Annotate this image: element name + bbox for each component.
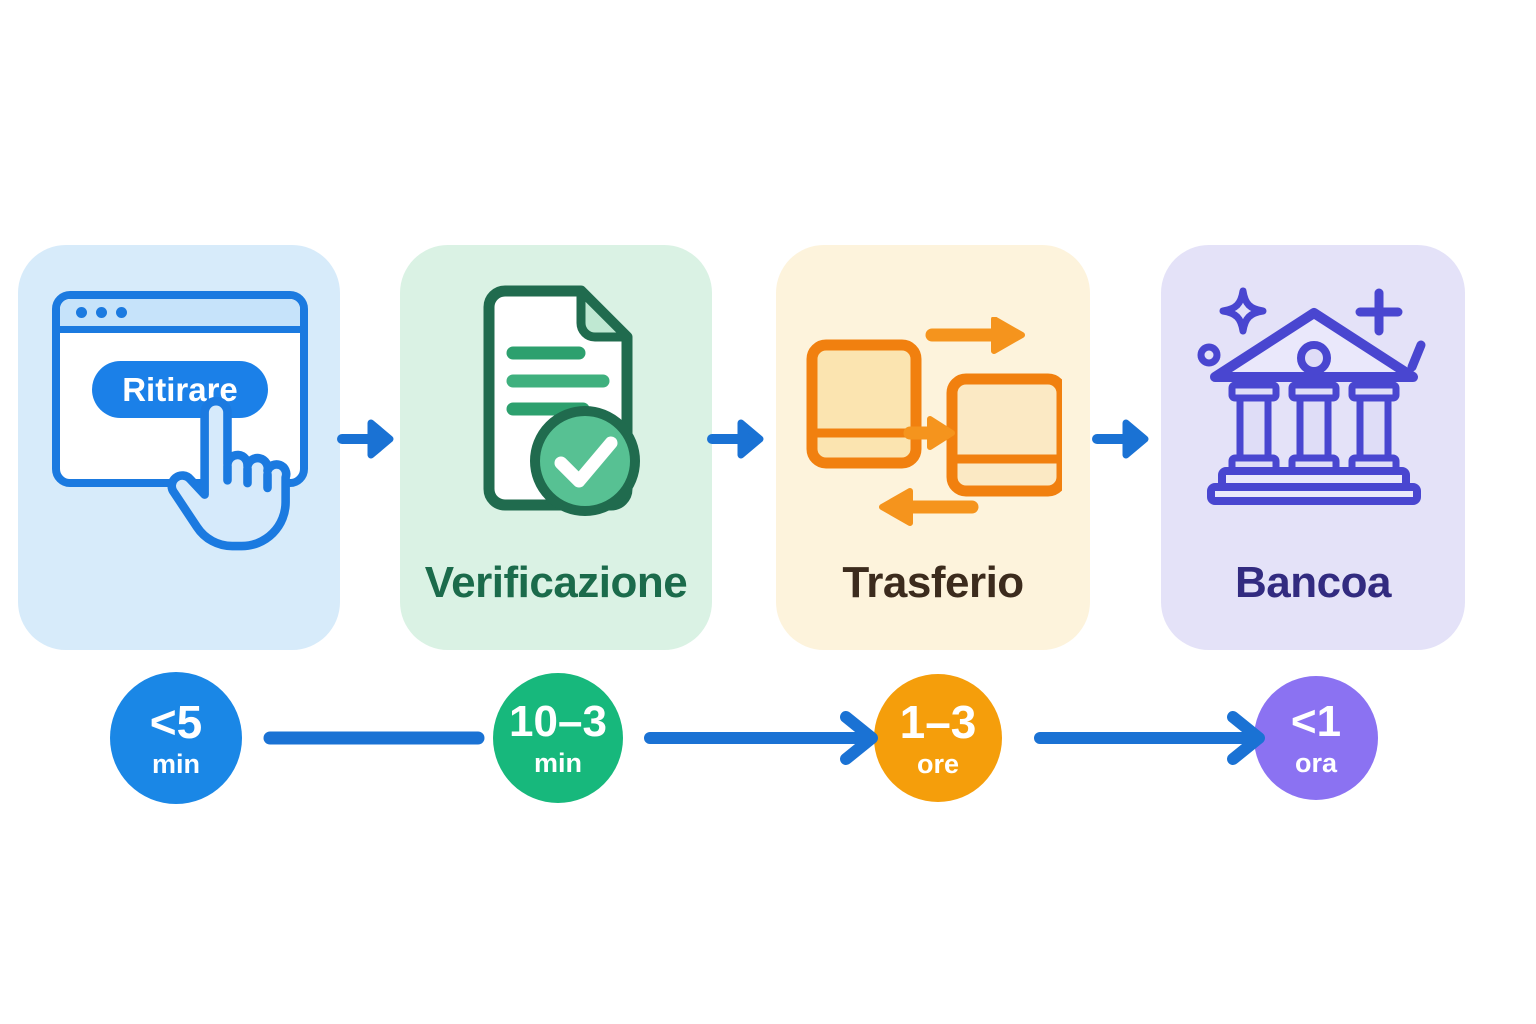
step-arrow-icon — [707, 419, 764, 459]
bank-columns — [1228, 381, 1400, 475]
window-dot-icon — [96, 307, 107, 318]
plus-sparkle-icon — [1355, 288, 1403, 336]
arrow-left-bottom — [879, 488, 979, 526]
arrow-right-top — [925, 317, 1025, 354]
time-value: 1–3 — [899, 695, 977, 748]
browser-titlebar — [60, 299, 300, 333]
timeline-connector-arrow-icon — [644, 711, 878, 765]
time-value: <5 — [149, 695, 203, 748]
sparkle-icon — [1219, 287, 1267, 335]
document-check-icon — [483, 285, 640, 516]
step-label-verificazione: Verificazione — [424, 558, 688, 607]
time-badge-bancoa: <1 ora — [1254, 676, 1378, 800]
window-dot-icon — [116, 307, 127, 318]
browser-body: Ritirare — [60, 333, 300, 418]
step-card-verificazione: Verificazione — [400, 245, 712, 650]
time-unit: ora — [1294, 747, 1338, 778]
time-badge-ritirare: <5 min — [110, 672, 242, 804]
time-unit: min — [533, 747, 582, 778]
time-value: <1 — [1290, 696, 1342, 746]
time-unit: ore — [916, 748, 960, 779]
ritirare-button[interactable]: Ritirare — [92, 361, 268, 418]
cursor-hand-icon — [167, 396, 291, 551]
arrow-right-middle — [903, 416, 955, 450]
dot-sparkle-icon — [1197, 343, 1221, 367]
transfer-icon — [806, 317, 1062, 526]
folded-corner — [576, 286, 632, 342]
time-value: 10–3 — [509, 696, 607, 746]
bank-icon — [1197, 287, 1426, 505]
step-card-ritirare: Ritirare — [18, 245, 340, 650]
step-label-trasferio: Trasferio — [842, 558, 1024, 607]
time-badge-verificazione: 10–3 min — [493, 673, 623, 803]
timeline-connector-arrow-icon — [1034, 711, 1265, 765]
step-card-trasferio: Trasferio — [776, 245, 1090, 650]
browser-window-illustration: Ritirare — [52, 291, 308, 487]
time-badge-trasferio: 1–3 ore — [874, 674, 1002, 802]
timeline-connector-line — [263, 731, 485, 745]
window-dot-icon — [76, 307, 87, 318]
step-arrow-icon — [337, 419, 394, 459]
step-card-bancoa: Bancoa — [1161, 245, 1465, 650]
checkmark-circle-icon — [530, 406, 640, 516]
step-arrow-icon — [1092, 419, 1149, 459]
dash-sparkle-icon — [1407, 340, 1426, 372]
step-label-bancoa: Bancoa — [1235, 558, 1391, 607]
time-unit: min — [151, 748, 200, 779]
